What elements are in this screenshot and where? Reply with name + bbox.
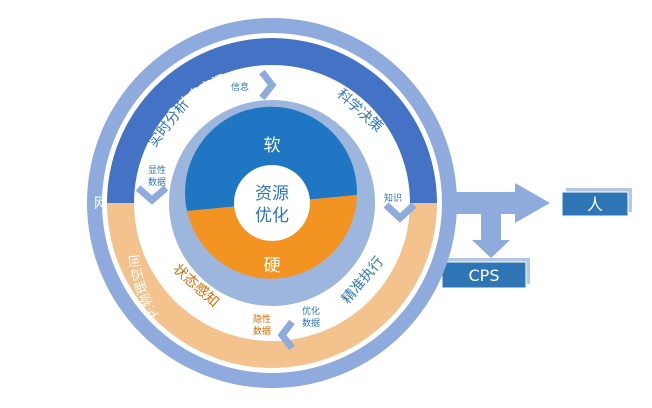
arrow-head-down [472, 240, 510, 258]
cps-label: CPS [469, 266, 500, 285]
explicit-data-line1: 显性 [148, 164, 166, 176]
arrow-head-right [515, 183, 550, 223]
info-label: 信息 [231, 81, 249, 93]
cps-box: CPS [441, 258, 530, 289]
knowledge-label: 知识 [384, 192, 402, 204]
explicit-data-line2: 数据 [148, 176, 166, 188]
chevron-top-icon [259, 69, 277, 101]
implicit-data-line1: 隐性 [253, 313, 271, 325]
person-label: 人 [587, 195, 603, 214]
chevron-left-icon [135, 185, 169, 205]
arrow-shaft-down [481, 210, 501, 242]
optimized-data-line2: 数据 [302, 317, 320, 329]
person-box: 人 [561, 188, 632, 217]
flow-chevrons [135, 69, 417, 351]
core-center [234, 165, 310, 241]
core-label-line1: 资源 [255, 184, 289, 204]
soft-label: 软 [264, 136, 281, 156]
net-label: 网 [94, 196, 108, 212]
hard-label: 硬 [264, 256, 281, 276]
optimized-data-line1: 优化 [302, 305, 320, 317]
implicit-data-line2: 数据 [253, 325, 271, 337]
core-label-line2: 优化 [255, 206, 289, 226]
chevron-right-icon [383, 202, 417, 223]
chevron-bottom-icon [277, 319, 295, 351]
soft-half [185, 106, 358, 211]
